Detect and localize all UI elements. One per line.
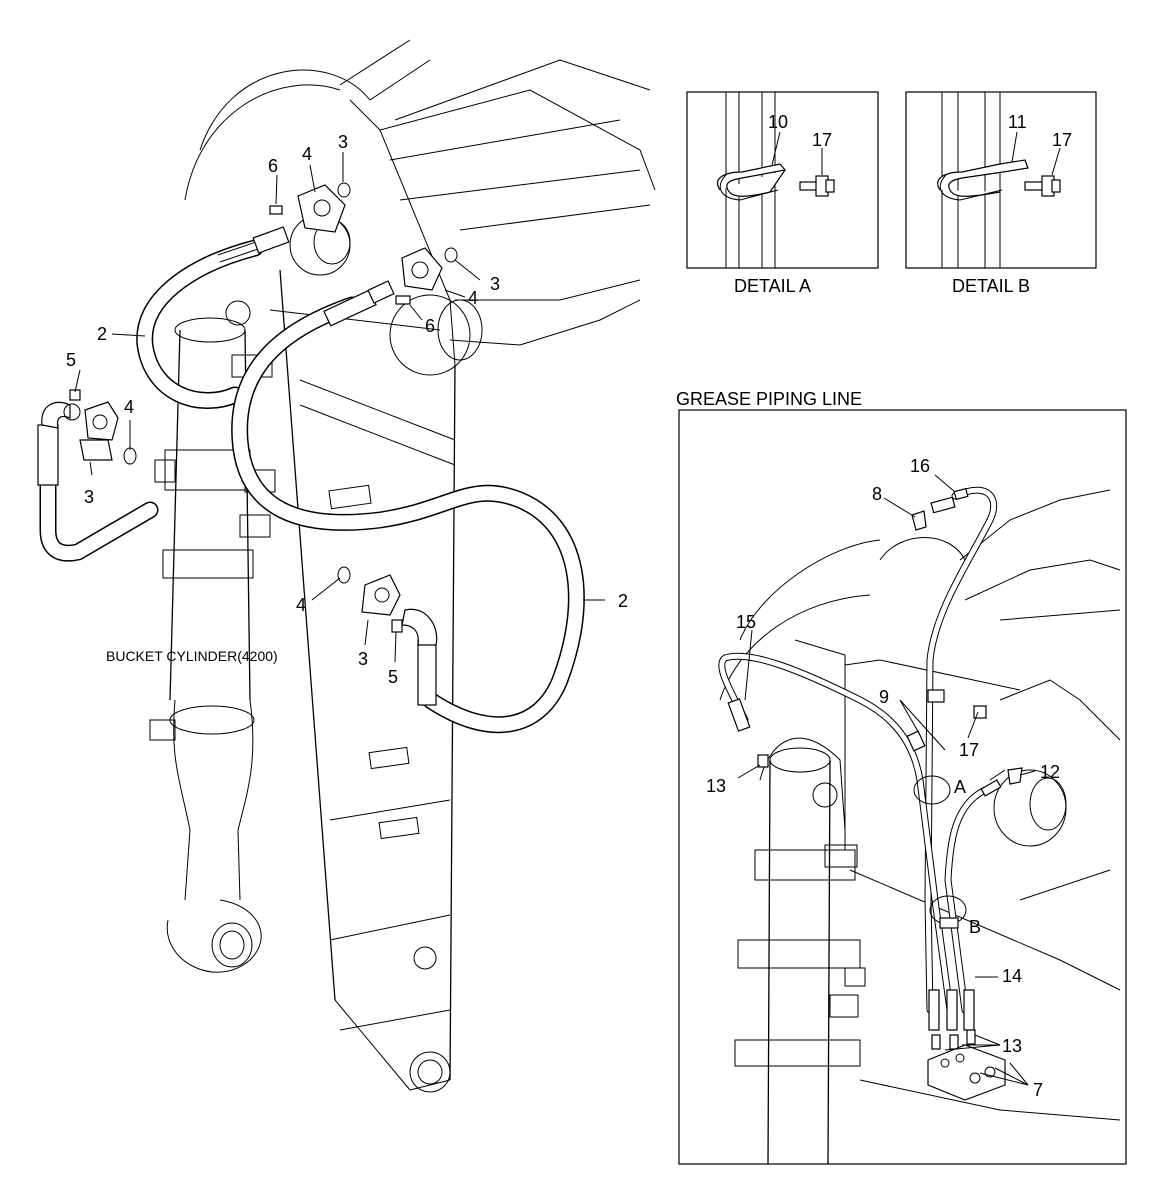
grease-callout-17: 17 <box>959 740 979 760</box>
callout-3-right: 3 <box>490 274 500 294</box>
callout-3-left: 3 <box>84 487 94 507</box>
callout-4-right: 4 <box>468 288 478 308</box>
detail-a-callout-bolt: 17 <box>812 130 832 150</box>
main-leader-lines <box>74 152 605 663</box>
callout-4-bottom: 4 <box>296 595 306 615</box>
callout-3-bottom: 3 <box>358 649 368 669</box>
callout-4-left: 4 <box>124 397 134 417</box>
callout-4-top: 4 <box>302 144 312 164</box>
hose-left-elbow <box>37 401 159 562</box>
grease-callout-detail-a: A <box>954 777 966 797</box>
main-assembly-drawing: 2 2 3 3 3 3 4 4 4 4 5 5 6 6 BUCKET CYLIN… <box>37 39 656 1093</box>
detail-b-callout-bolt: 17 <box>1052 130 1072 150</box>
detail-a-callout-clamp: 10 <box>768 112 788 132</box>
callout-6-top: 6 <box>268 156 278 176</box>
grease-callout-16: 16 <box>910 456 930 476</box>
grease-callout-8: 8 <box>872 484 882 504</box>
callout-2-left: 2 <box>97 324 107 344</box>
grease-callout-13-left: 13 <box>706 776 726 796</box>
detail-b: 11 17 DETAIL B <box>905 91 1097 296</box>
grease-callout-7: 7 <box>1033 1080 1043 1100</box>
grease-structure <box>719 489 1121 1165</box>
hose-2-left <box>136 226 290 410</box>
hose-2-center <box>231 280 585 734</box>
grease-hoses <box>718 486 1023 1101</box>
callout-2-right: 2 <box>618 591 628 611</box>
fittings <box>63 182 458 633</box>
detail-b-callout-clamp: 11 <box>1008 112 1027 132</box>
callout-6-right: 6 <box>425 316 435 336</box>
grease-callout-13-right: 13 <box>1002 1036 1022 1056</box>
grease-callout-12: 12 <box>1040 762 1060 782</box>
boom-structure <box>184 39 656 1093</box>
grease-leader-lines <box>737 474 1036 1086</box>
grease-callout-9: 9 <box>879 687 889 707</box>
grease-panel-title: GREASE PIPING LINE <box>676 389 862 409</box>
detail-a: 10 17 DETAIL A <box>686 91 879 296</box>
grease-callout-14: 14 <box>1002 966 1022 986</box>
bucket-cylinder-label: BUCKET CYLINDER(4200) <box>106 648 278 664</box>
grease-callout-detail-b: B <box>969 917 981 937</box>
callout-3-top: 3 <box>338 132 348 152</box>
grease-piping-panel: GREASE PIPING LINE <box>676 389 1127 1165</box>
callout-5-left: 5 <box>66 350 76 370</box>
grease-callout-15: 15 <box>736 612 756 632</box>
detail-a-caption: DETAIL A <box>734 276 811 296</box>
callout-5-bottom: 5 <box>388 667 398 687</box>
detail-b-caption: DETAIL B <box>952 276 1030 296</box>
bucket-cylinder <box>149 317 276 973</box>
